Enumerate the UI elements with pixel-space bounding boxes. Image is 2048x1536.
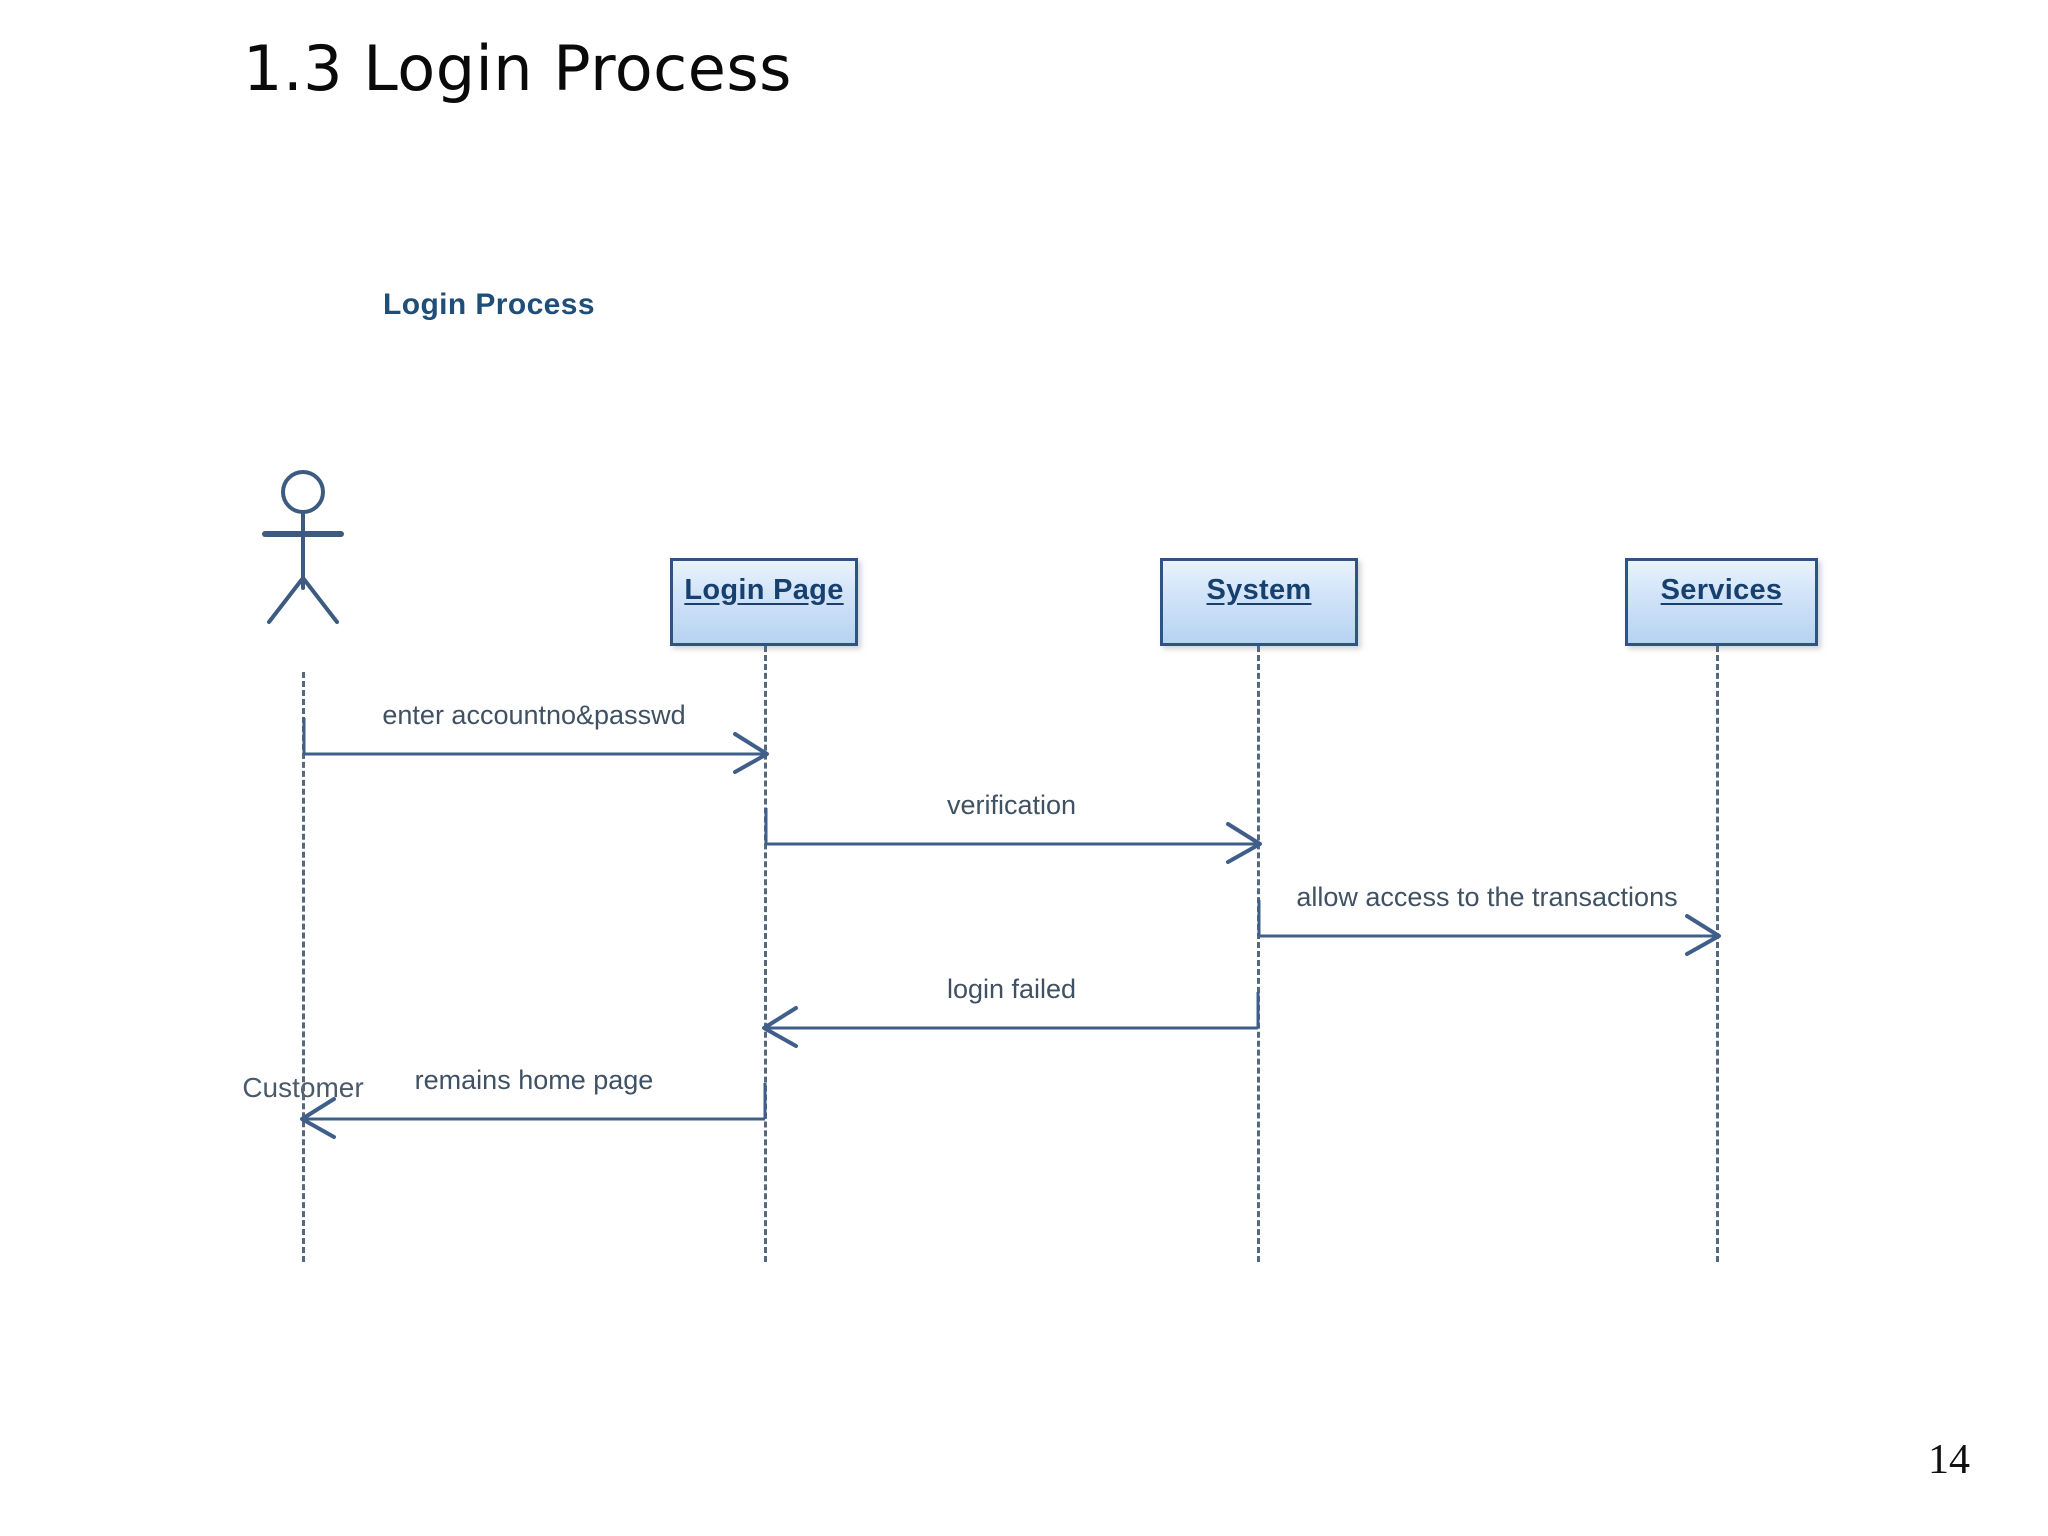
actor-customer: Customer: [203, 460, 403, 1103]
lifeline-system: [1257, 646, 1260, 1262]
page-number: 14: [1928, 1437, 1970, 1483]
lifeline-box-system[interactable]: System: [1160, 558, 1358, 646]
lifeline-box-label: Services: [1660, 573, 1783, 606]
lifeline-box-label: System: [1206, 573, 1312, 606]
message-arrow-1: [302, 718, 769, 774]
message-label-4: login failed: [946, 974, 1077, 1004]
message-label-1: enter accountno&passwd: [382, 700, 686, 730]
message-label-3: allow access to the transactions: [1296, 882, 1678, 912]
page-title: 1.3 Login Process: [243, 32, 792, 105]
lifeline-box-login-page[interactable]: Login Page: [670, 558, 858, 646]
message-label-2: verification: [946, 790, 1077, 820]
lifeline-box-label: Login Page: [684, 573, 844, 606]
message-arrow-3: [1257, 900, 1721, 956]
diagram-title: Login Process: [383, 288, 595, 321]
lifeline-services: [1716, 646, 1719, 1262]
lifeline-customer: [302, 672, 305, 1262]
lifeline-box-services[interactable]: Services: [1625, 558, 1818, 646]
lifeline-login-page: [764, 646, 767, 1262]
message-arrow-4: [762, 992, 1260, 1048]
message-label-5: remains home page: [414, 1065, 654, 1095]
message-arrow-5: [300, 1083, 767, 1139]
uml-sequence-diagram: Login Process Customer Login Page System…: [203, 288, 1818, 1262]
stick-figure-actor-icon: [262, 470, 344, 624]
message-arrow-2: [764, 808, 1262, 864]
